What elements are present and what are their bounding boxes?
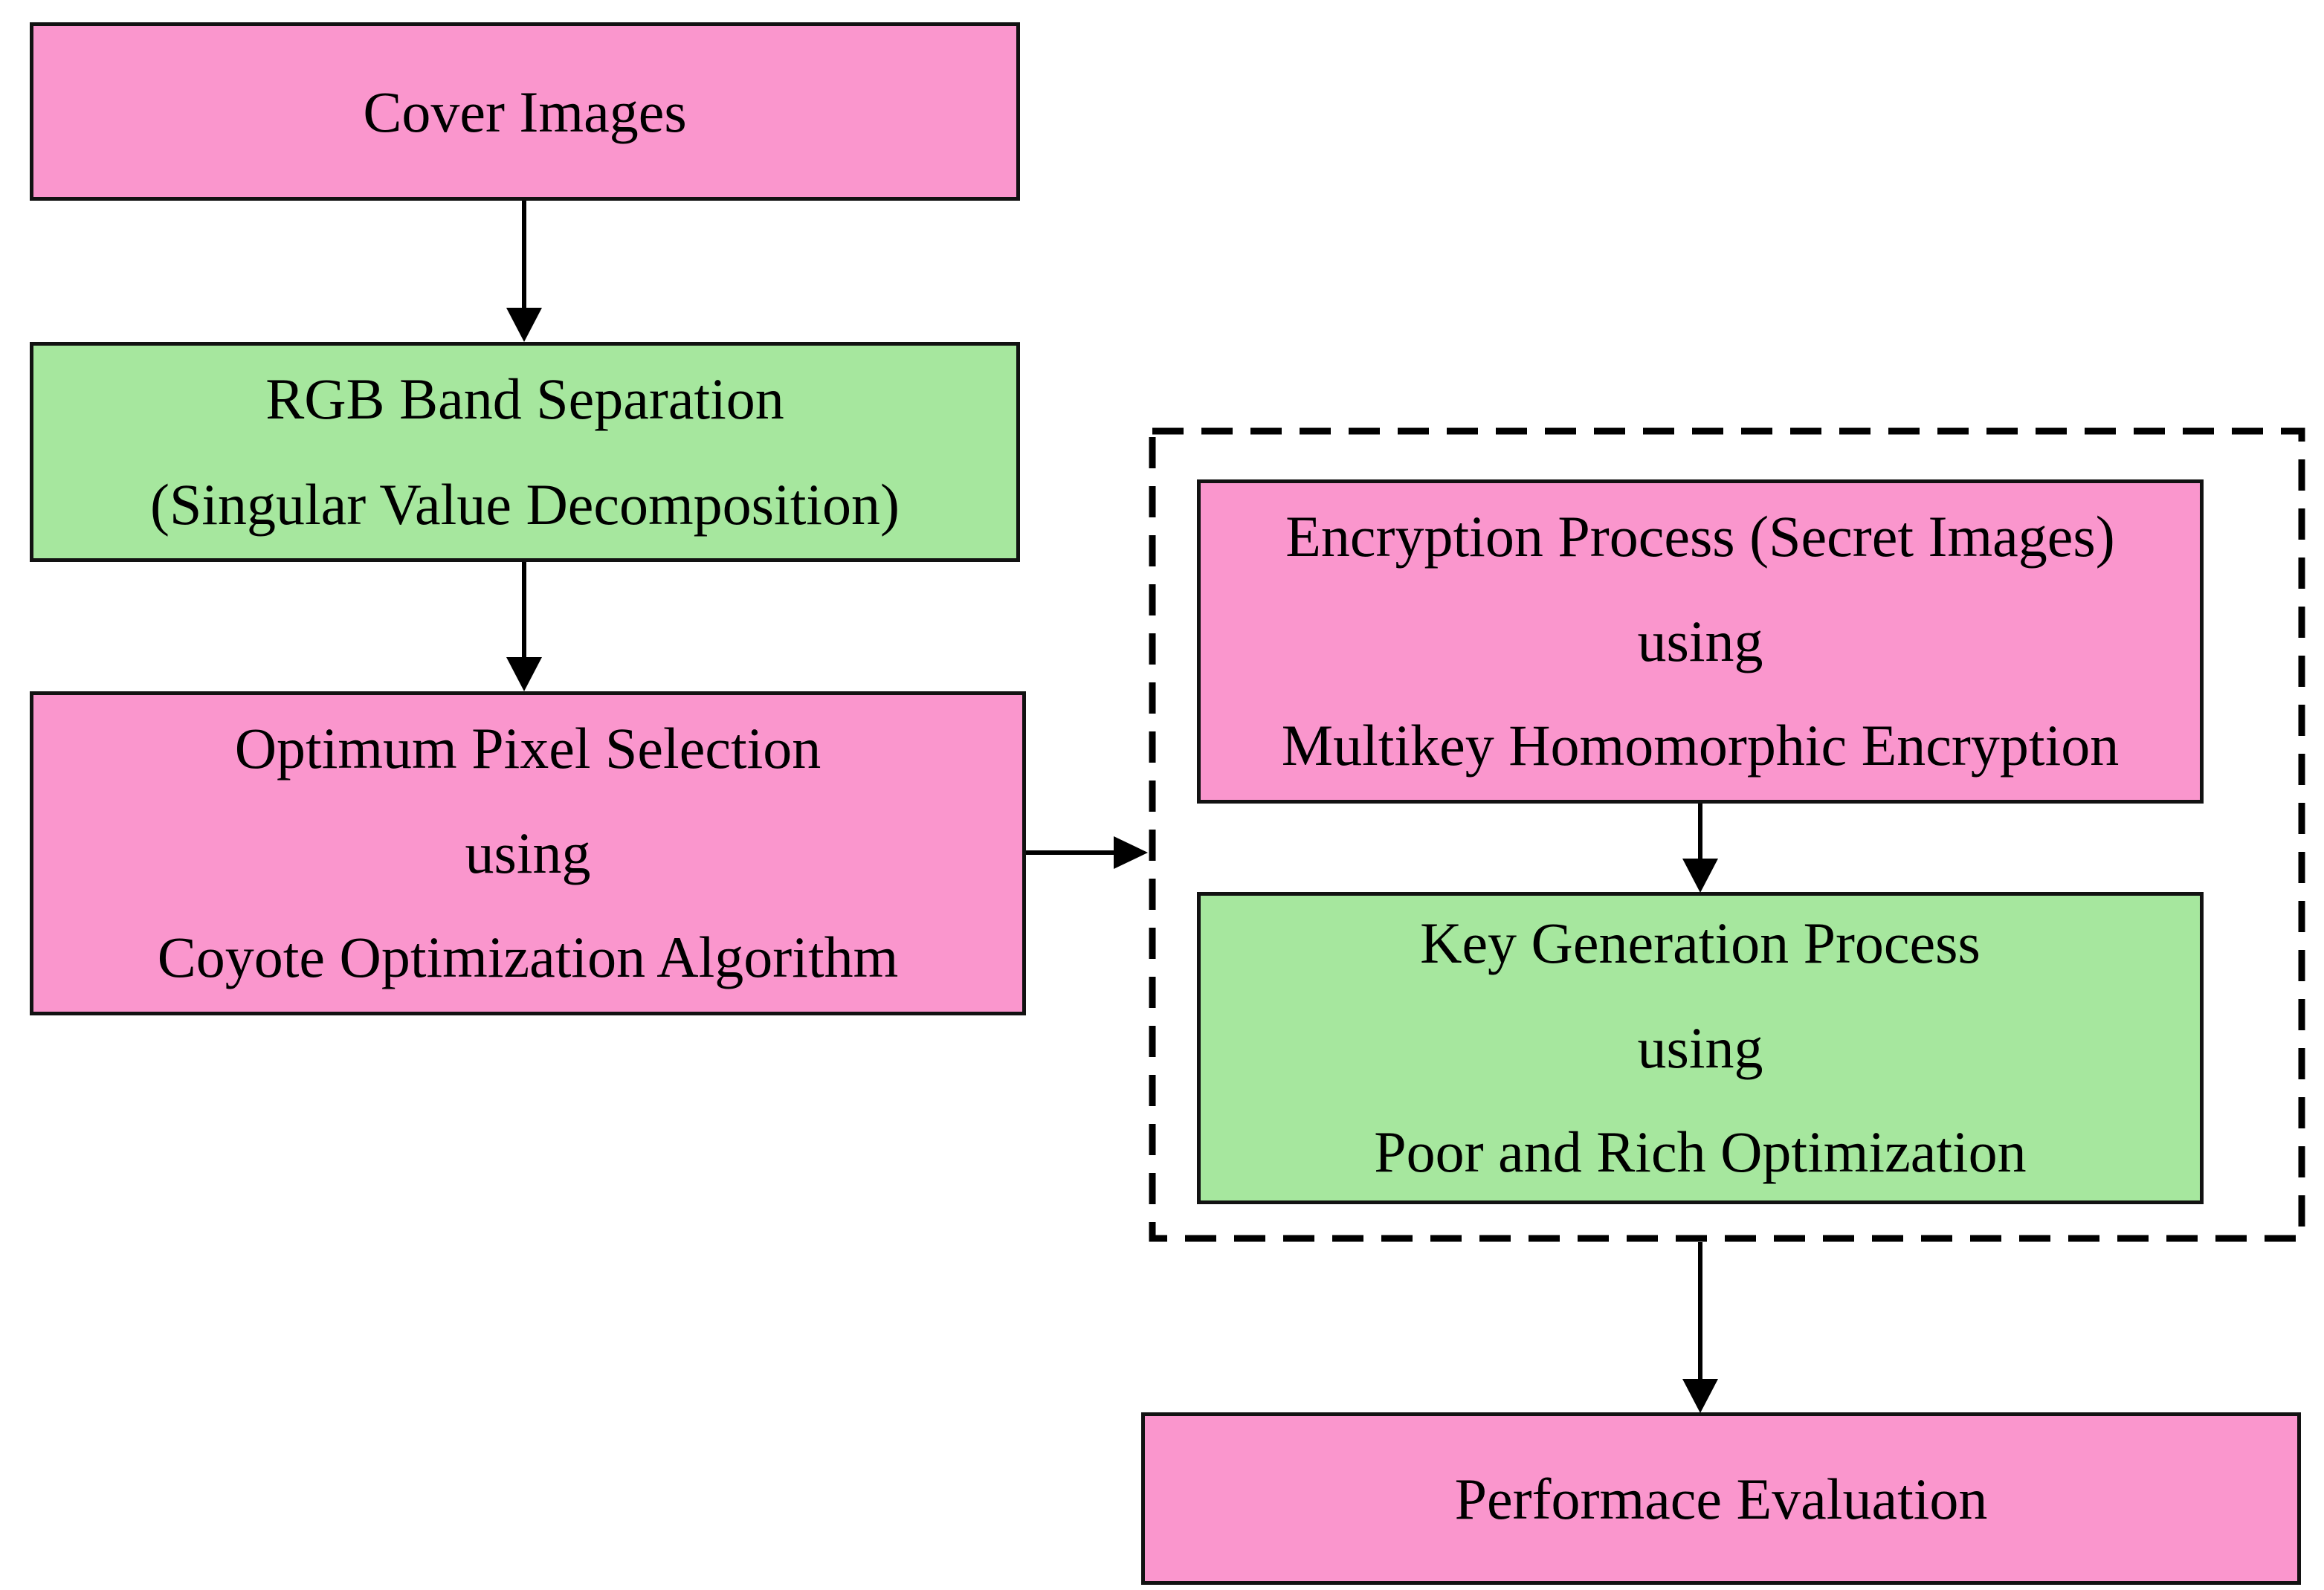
node-line: using — [465, 820, 591, 885]
node-line: Poor and Rich Optimization — [1374, 1119, 2027, 1185]
node-rgb-band-separation: RGB Band Separation (Singular Value Deco… — [30, 342, 1020, 562]
node-line: Multikey Homomorphic Encryption — [1281, 713, 2120, 778]
arrow-shaft — [522, 562, 526, 659]
arrow-shaft — [1698, 1242, 1702, 1380]
node-line: Coyote Optimization Algorithm — [157, 925, 899, 990]
arrow-shaft — [1026, 850, 1115, 855]
node-line: using — [1637, 1015, 1763, 1080]
arrow-head — [1682, 859, 1718, 893]
node-line: RGB Band Separation — [265, 366, 784, 432]
node-line: Optimum Pixel Selection — [234, 716, 822, 781]
dashed-border — [1149, 427, 2305, 1242]
arrow-head — [506, 308, 542, 342]
node-line: (Singular Value Decomposition) — [149, 472, 900, 537]
encryption-keygen-group — [1149, 427, 2305, 1242]
arrow-head — [1682, 1379, 1718, 1413]
arrow-shaft — [522, 201, 526, 309]
node-performance-evaluation: Performace Evaluation — [1141, 1412, 2301, 1585]
node-key-generation-process: Key Generation Process using Poor and Ri… — [1197, 892, 2204, 1204]
node-line: Cover Images — [363, 79, 687, 144]
node-line: Encryption Process (Secret Images) — [1285, 504, 2115, 569]
node-line: Performace Evaluation — [1454, 1466, 1988, 1531]
node-line: using — [1637, 608, 1763, 673]
node-cover-images: Cover Images — [30, 22, 1020, 201]
node-encryption-process: Encryption Process (Secret Images) using… — [1197, 479, 2204, 804]
node-line: Key Generation Process — [1420, 911, 1981, 976]
arrow-head — [1114, 836, 1148, 869]
arrow-head — [506, 657, 542, 691]
arrow-shaft — [1698, 804, 1702, 860]
node-optimum-pixel-selection: Optimum Pixel Selection using Coyote Opt… — [30, 691, 1026, 1015]
